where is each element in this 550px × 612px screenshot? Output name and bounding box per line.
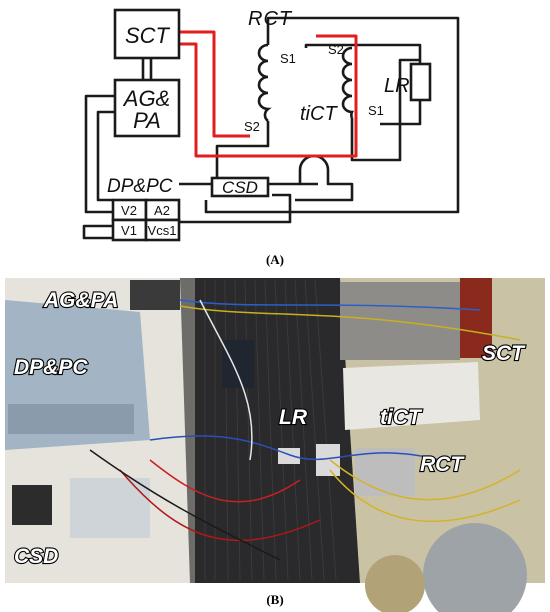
schematic-panel: SCT AG& PA LR RCT tiCT S1 S2 S2 S1 DP&PC… — [82, 8, 460, 242]
photo-label-csd: CSD — [14, 545, 58, 568]
ag-pa-unit — [130, 280, 180, 310]
rubber-mat — [195, 278, 360, 583]
lr-unit — [278, 448, 300, 464]
sct-label: SCT — [125, 23, 171, 48]
rct-s1-label: S1 — [280, 51, 296, 66]
rct-unit — [355, 448, 415, 496]
cables — [89, 299, 521, 561]
tict-label: tiCT — [300, 103, 338, 125]
sct-box — [113, 8, 181, 60]
cell-vcs1: Vcs1 — [148, 223, 177, 238]
cell-v1: V1 — [121, 223, 137, 238]
ag-pa-box — [113, 78, 181, 138]
photo-label-ag-pa: AG&PA — [43, 289, 118, 312]
secondary-loop-wire — [179, 30, 358, 158]
dp-pc-grid: V2 A2 V1 Vcs1 — [111, 198, 181, 242]
photo-panel: AG&PA DP&PC CSD LR tiCT RCT SCT — [5, 278, 545, 612]
caption-b: (B) — [0, 592, 550, 608]
caption-b-text: (B) — [266, 592, 284, 607]
photo-label-sct: SCT — [482, 342, 526, 365]
caption-a: (A) — [0, 252, 550, 268]
lr-resistor — [409, 62, 432, 102]
cell-a2: A2 — [154, 203, 170, 218]
ag-pa-label-line2: PA — [133, 108, 161, 133]
tict-s1-label: S1 — [368, 103, 384, 118]
tict-unit — [343, 362, 480, 430]
lr-label: LR — [384, 75, 410, 97]
cell-v2: V2 — [121, 203, 137, 218]
dp-pc-label: DP&PC — [107, 176, 173, 197]
rct-coils — [257, 43, 355, 123]
rct-label: RCT — [248, 8, 293, 30]
photo-label-tict: tiCT — [380, 406, 423, 429]
photo-label-dp-pc: DP&PC — [14, 356, 88, 379]
csd-box — [210, 176, 270, 198]
csd-label: CSD — [222, 178, 258, 197]
caption-a-text: (A) — [265, 252, 285, 267]
rct-s2-label: S2 — [244, 119, 260, 134]
csd-board — [70, 478, 150, 538]
photo-label-lr: LR — [279, 406, 308, 429]
tict-s2-label: S2 — [328, 42, 344, 57]
ag-pa-label-line1: AG& — [122, 86, 170, 111]
photo-label-rct: RCT — [420, 453, 465, 476]
